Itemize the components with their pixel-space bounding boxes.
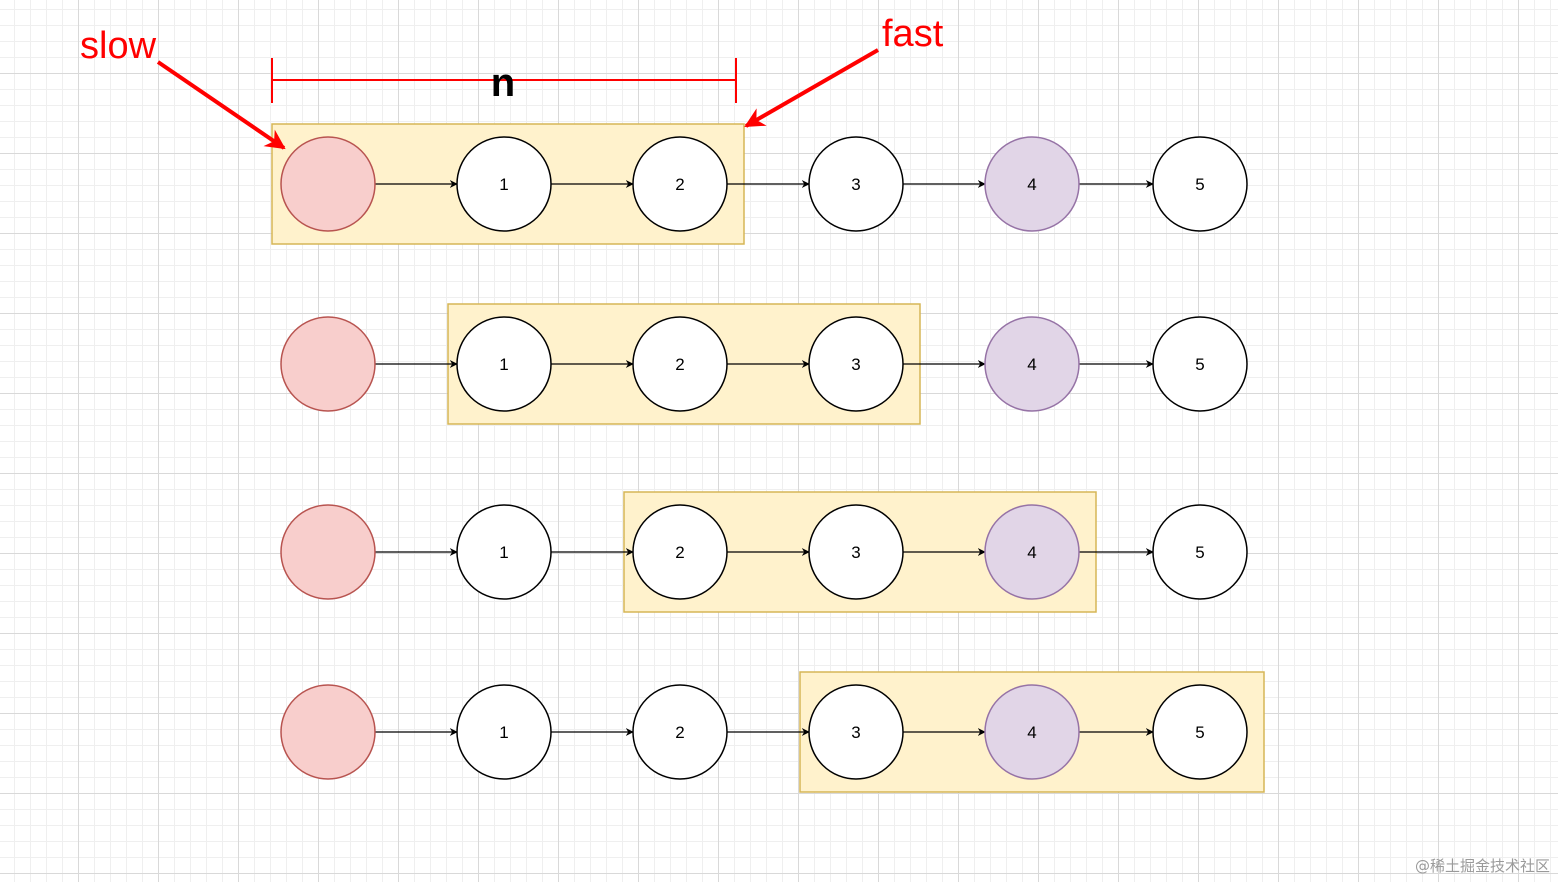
node-label: 1 — [499, 355, 508, 374]
node-label: 5 — [1195, 543, 1204, 562]
list-node-row-3 — [1152, 504, 1248, 600]
node-label: 3 — [851, 723, 860, 742]
fast-pointer: fast — [744, 13, 944, 128]
node-label: 1 — [499, 723, 508, 742]
list-node-row-2 — [1152, 316, 1248, 412]
watermark: @稀土掘金技术社区 — [1414, 857, 1550, 875]
edge-layer — [375, 180, 1154, 736]
slow-pointer: slow — [80, 25, 286, 150]
node-label: 4 — [1027, 543, 1036, 562]
dummy-node-row-4 — [280, 684, 376, 780]
list-node-row-2 — [456, 316, 552, 412]
dummy-node-row-1 — [280, 136, 376, 232]
list-node-row-3 — [456, 504, 552, 600]
node-label: 4 — [1027, 355, 1036, 374]
list-node-row-4 — [808, 684, 904, 780]
node-label: 2 — [675, 355, 684, 374]
list-node-row-3 — [808, 504, 904, 600]
target-node-row-2 — [984, 316, 1080, 412]
node-layer: 1 2 3 4 5 1 2 3 4 5 1 2 3 4 5 1 2 3 4 5 — [280, 136, 1248, 780]
node-label: 3 — [851, 543, 860, 562]
node-label: 2 — [675, 543, 684, 562]
list-node-row-1 — [456, 136, 552, 232]
node-label: 5 — [1195, 175, 1204, 194]
node-label: 1 — [499, 543, 508, 562]
list-node-row-4 — [632, 684, 728, 780]
list-node-row-2 — [632, 316, 728, 412]
gap-measure: n — [271, 58, 737, 105]
window-layer — [271, 123, 1265, 793]
node-label: 2 — [675, 175, 684, 194]
list-node-row-4 — [1152, 684, 1248, 780]
list-node-row-1 — [1152, 136, 1248, 232]
list-node-row-3 — [632, 504, 728, 600]
node-label: 3 — [851, 355, 860, 374]
node-label: 3 — [851, 175, 860, 194]
node-label: 5 — [1195, 355, 1204, 374]
node-label: 4 — [1027, 175, 1036, 194]
target-node-row-1 — [984, 136, 1080, 232]
dummy-node-row-3 — [280, 504, 376, 600]
list-node-row-1 — [632, 136, 728, 232]
slow-label: slow — [80, 25, 157, 67]
dummy-node-row-2 — [280, 316, 376, 412]
node-label: 5 — [1195, 723, 1204, 742]
fast-label: fast — [882, 13, 944, 55]
list-node-row-2 — [808, 316, 904, 412]
node-label: 1 — [499, 175, 508, 194]
list-node-row-4 — [456, 684, 552, 780]
target-node-row-3 — [984, 504, 1080, 600]
gap-label: n — [491, 61, 515, 105]
node-label: 2 — [675, 723, 684, 742]
fast-arrow — [744, 48, 879, 128]
node-label: 4 — [1027, 723, 1036, 742]
slow-arrow — [156, 60, 286, 150]
list-node-row-1 — [808, 136, 904, 232]
target-node-row-4 — [984, 684, 1080, 780]
